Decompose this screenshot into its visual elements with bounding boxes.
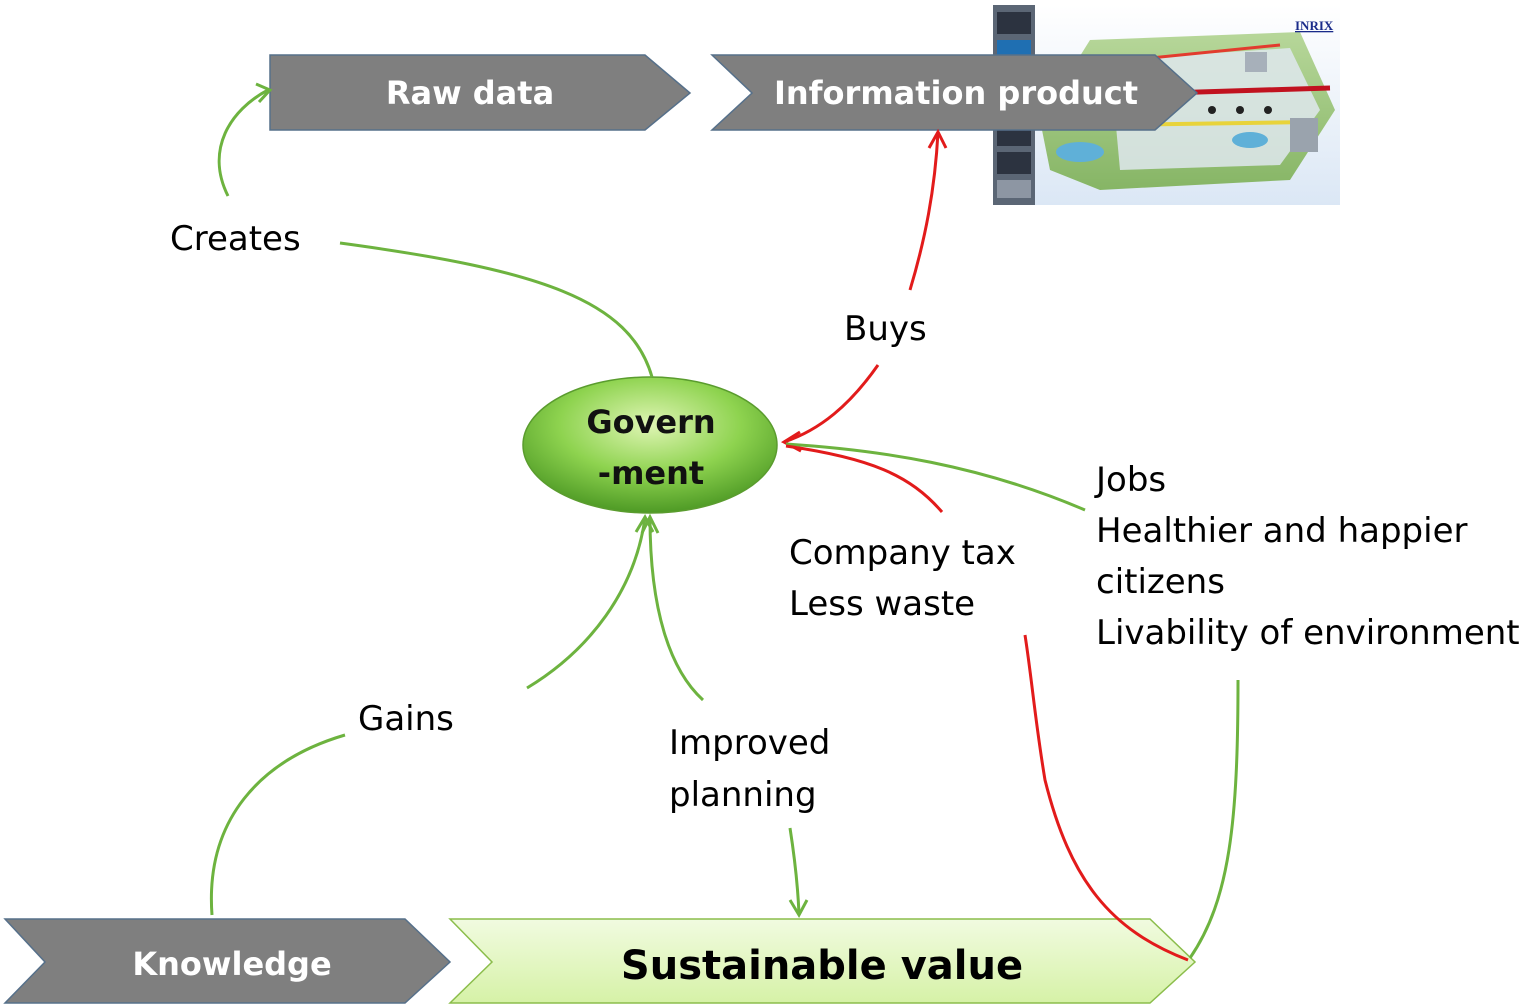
improved-arrow-down	[788, 827, 801, 915]
government-label-line2: -ment	[598, 454, 704, 492]
jobs-label-line4: Livability of environment	[1096, 613, 1520, 653]
gains-label: Gains	[358, 699, 454, 739]
jobs-label-line2: Healthier and happier	[1096, 511, 1467, 551]
tax-source-connector	[1023, 634, 1189, 962]
inrix-logo: INRIX	[1295, 18, 1334, 33]
jobs-label-line1: Jobs	[1094, 460, 1166, 500]
chevron-sustainable-value: Sustainable value	[448, 918, 1197, 1004]
buys-arrowhead-up	[927, 128, 948, 149]
improved-label-line2: planning	[669, 775, 817, 815]
buys-arrow-up	[908, 131, 940, 291]
improved-arrowhead-up	[640, 513, 660, 534]
chevron-knowledge: Knowledge	[3, 918, 452, 1004]
chevron-raw-data-label: Raw data	[386, 74, 554, 112]
jobs-label-line3: citizens	[1096, 562, 1225, 602]
creates-label: Creates	[170, 219, 301, 259]
jobs-source-connector	[1188, 679, 1240, 959]
creates-connector	[339, 241, 654, 378]
tax-label-line2: Less waste	[789, 584, 975, 624]
tax-label-line1: Company tax	[789, 533, 1016, 573]
gains-source-connector	[209, 733, 346, 916]
chevron-raw-data: Raw data	[269, 54, 692, 131]
creates-arrow	[217, 88, 269, 197]
chevron-information-product-label: Information product	[774, 74, 1138, 112]
improved-label-line1: Improved	[669, 723, 830, 763]
improved-arrowhead-down	[788, 899, 809, 919]
chevron-information-product: Information product	[710, 54, 1199, 131]
improved-arrow-up	[648, 517, 705, 702]
government-label-line1: Govern	[586, 403, 715, 441]
jobs-connector	[785, 442, 1086, 512]
chevron-sustainable-value-label: Sustainable value	[621, 943, 1023, 989]
government-node: Govern -ment	[522, 376, 778, 514]
creates-arrowhead	[255, 82, 273, 104]
chevron-knowledge-label: Knowledge	[132, 945, 331, 983]
gains-arrow	[526, 517, 647, 690]
buys-arrow-down	[783, 364, 880, 444]
tax-connector	[785, 444, 944, 513]
buys-label: Buys	[844, 309, 927, 349]
